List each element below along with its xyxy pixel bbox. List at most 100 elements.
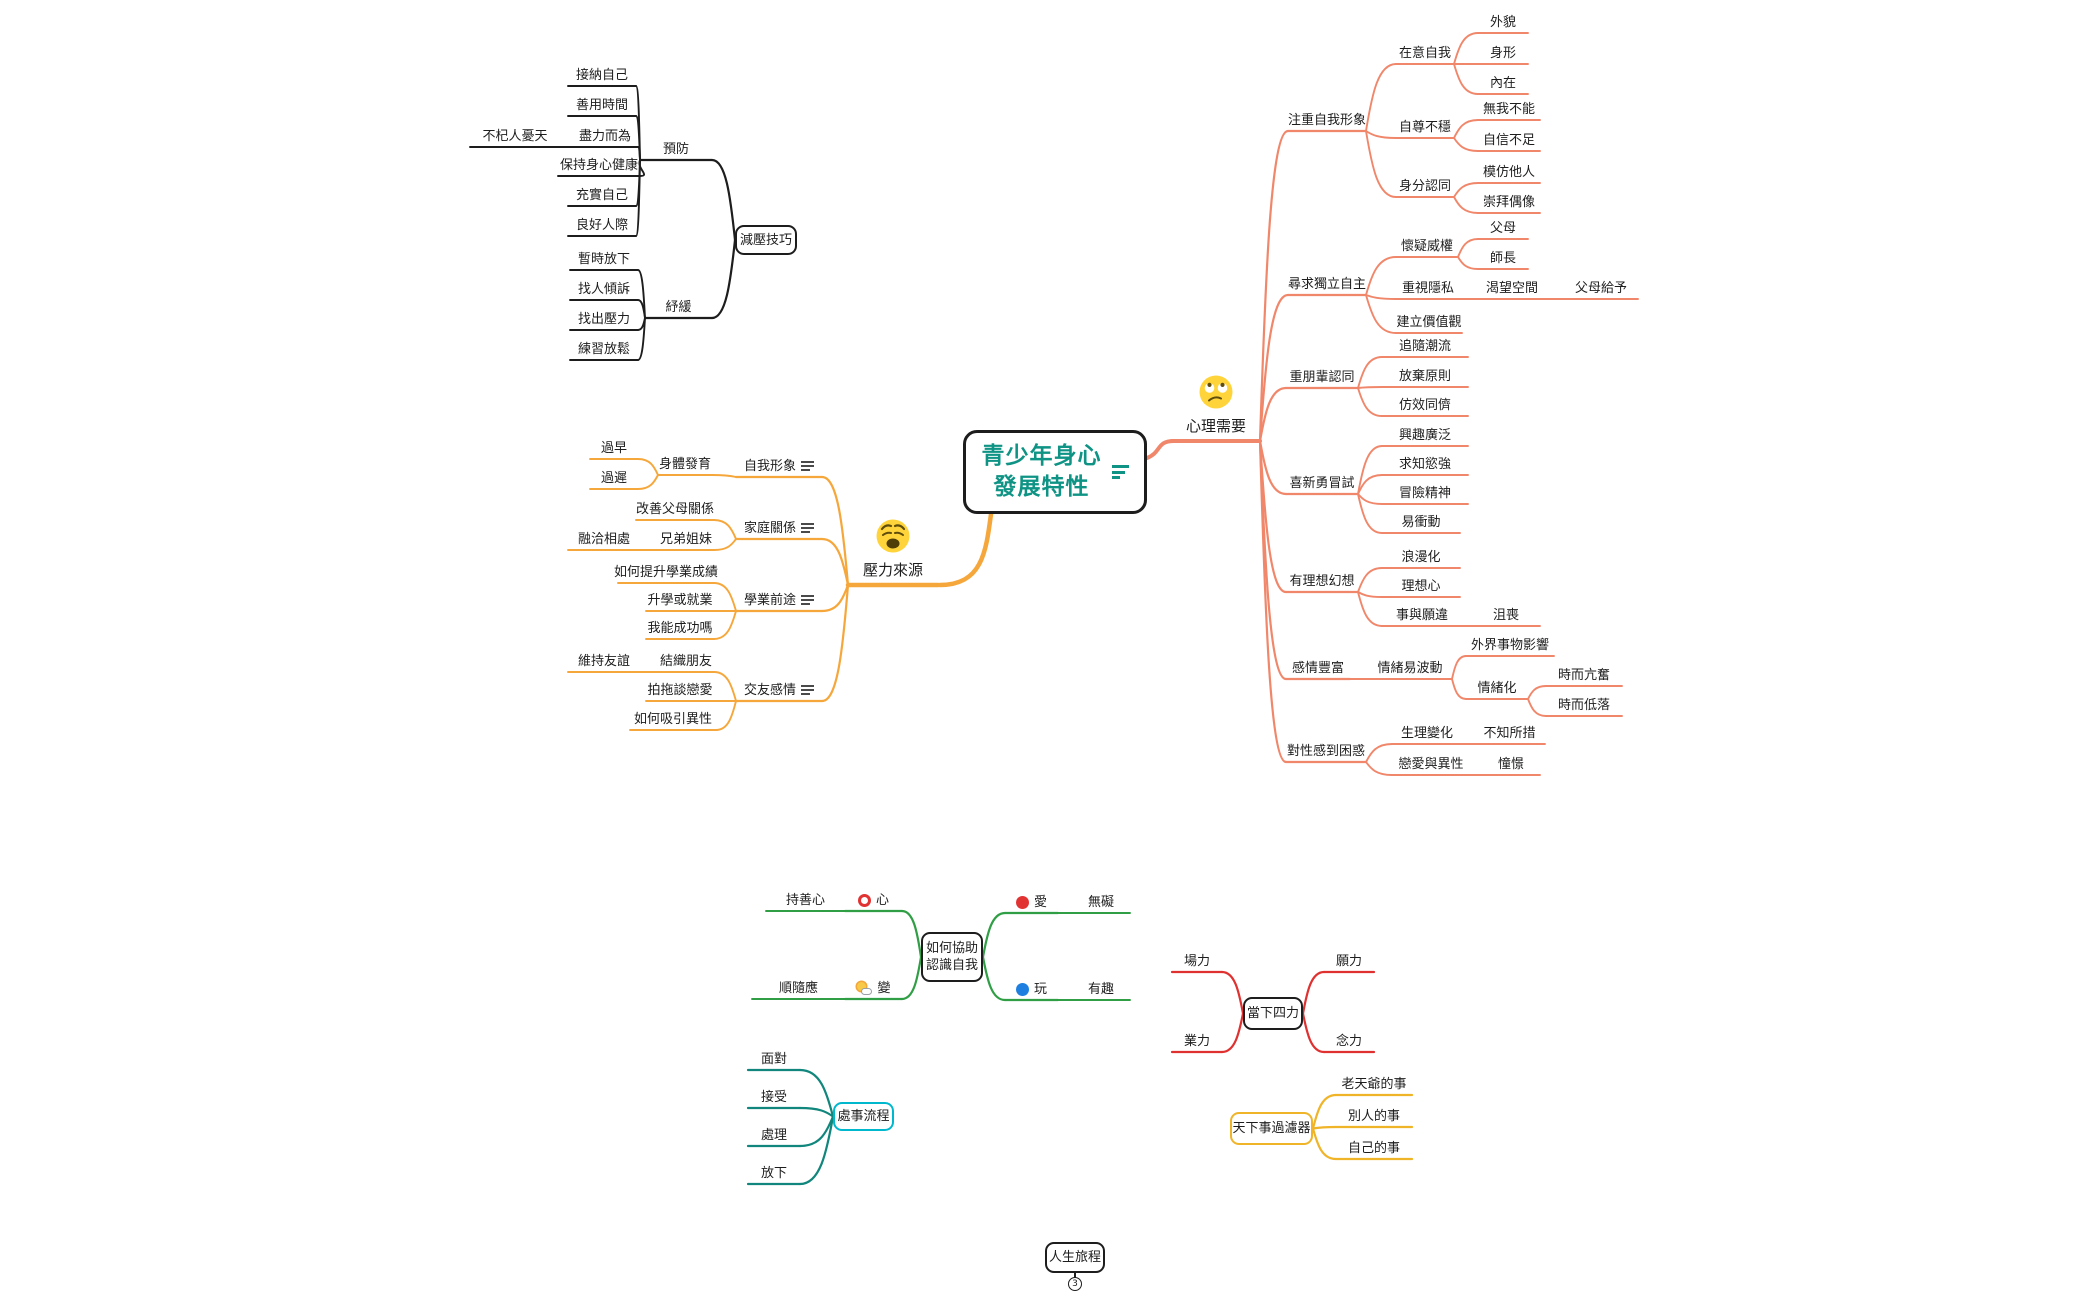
topic-label[interactable]: 練習放鬆 [570,339,638,359]
topic-label[interactable]: 冒險精神 [1382,483,1468,503]
topic-label[interactable]: 仿效同儕 [1382,395,1468,415]
topic-label[interactable]: 心 [845,890,902,910]
topic-label[interactable]: 崇拜偶像 [1478,192,1540,212]
topic-label[interactable]: 融洽相處 [568,529,640,549]
topic-label[interactable]: 不杞人憂天 [470,126,560,146]
topic-label[interactable]: 身分認同 [1396,176,1454,196]
topic-label[interactable]: 時而低落 [1546,695,1622,715]
topic-label[interactable]: 模仿他人 [1478,162,1540,182]
topic-label[interactable]: 事與願違 [1382,605,1462,625]
topic-label[interactable]: 家庭關係 [736,518,822,538]
topic-label[interactable]: 求知慾強 [1382,454,1468,474]
topic-label[interactable]: 接納自己 [568,65,636,85]
topic-label[interactable]: 尋求獨立自主 [1288,274,1366,294]
topic-label[interactable]: 注重自我形象 [1288,110,1366,130]
topic-label[interactable]: 維持友誼 [568,651,640,671]
topic-label[interactable]: 自尊不穩 [1396,117,1454,137]
topic-label[interactable]: 無礙 [1072,892,1130,912]
box-life-journey[interactable]: 人生旅程 [1045,1242,1105,1273]
topic-label[interactable]: 師長 [1478,248,1528,268]
topic-label[interactable]: 戀愛與異性 [1392,754,1470,774]
topic-label[interactable]: 業力 [1172,1031,1222,1051]
weary-face-emoji[interactable] [873,516,913,556]
topic-label[interactable]: 內在 [1478,73,1528,93]
topic-label[interactable]: 放棄原則 [1382,366,1468,386]
topic-label[interactable]: 無我不能 [1478,99,1540,119]
rolling-eyes-emoji[interactable] [1196,372,1236,412]
topic-label[interactable]: 別人的事 [1336,1106,1412,1126]
sun-behind-cloud-marker[interactable] [856,981,873,995]
topic-label[interactable]: 自我形象 [736,456,822,476]
collapsed-children-badge[interactable]: 3 [1068,1277,1082,1291]
topic-label[interactable]: 有理想幻想 [1286,571,1358,591]
topic-label[interactable]: 變 [845,978,902,998]
topic-label[interactable]: 對性感到困惑 [1286,741,1366,761]
topic-label[interactable]: 處理 [748,1125,800,1145]
topic-label[interactable]: 生理變化 [1392,723,1462,743]
topic-label[interactable]: 情緒化 [1466,678,1528,698]
topic-label[interactable]: 重視隱私 [1396,278,1460,298]
blue-heart-circle-marker[interactable] [1015,982,1029,996]
topic-label[interactable]: 結織朋友 [658,651,714,671]
topic-label[interactable]: 感情豐富 [1286,658,1350,678]
topic-label[interactable]: 有趣 [1072,979,1130,999]
topic-label[interactable]: 追隨潮流 [1382,336,1468,356]
topic-label[interactable]: 父母 [1478,218,1528,238]
notes-lines-icon[interactable] [801,461,814,471]
topic-label[interactable]: 在意自我 [1396,43,1454,63]
topic-label[interactable]: 自信不足 [1478,130,1540,150]
topic-label[interactable]: 父母給予 [1564,278,1638,298]
topic-label[interactable]: 自己的事 [1336,1138,1412,1158]
central-topic[interactable]: 青少年身心 發展特性 [963,430,1147,514]
topic-label[interactable]: 交友感情 [736,680,822,700]
box-handling-process[interactable]: 處事流程 [833,1102,894,1131]
box-world-matters-filter[interactable]: 天下事過濾器 [1230,1112,1313,1145]
topic-label[interactable]: 理想心 [1382,576,1460,596]
red-heart-circle-marker[interactable] [1015,895,1029,909]
topic-label[interactable]: 預防 [640,139,712,159]
topic-label[interactable]: 不知所措 [1474,723,1545,743]
topic-label[interactable]: 升學或就業 [646,590,714,610]
topic-label[interactable]: 外貌 [1478,12,1528,32]
red-ring-heart-marker[interactable] [857,893,871,907]
topic-label[interactable]: 找出壓力 [570,309,638,329]
topic-label[interactable]: 順隨應 [752,978,845,998]
topic-label[interactable]: 良好人際 [568,215,636,235]
topic-label[interactable]: 建立價值觀 [1396,312,1462,332]
topic-label[interactable]: 情緒易波動 [1368,658,1452,678]
topic-label[interactable]: 紓緩 [645,297,712,317]
topic-label[interactable]: 保持身心健康 [558,155,640,175]
topic-label[interactable]: 重朋輩認同 [1286,367,1358,387]
topic-label[interactable]: 沮喪 [1472,605,1540,625]
notes-lines-icon[interactable] [801,595,814,605]
topic-label[interactable]: 善用時間 [568,95,636,115]
topic-label[interactable]: 暫時放下 [570,249,638,269]
topic-stress-sources[interactable]: 壓力來源 [848,559,938,581]
topic-label[interactable]: 拍拖談戀愛 [646,680,714,700]
topic-label[interactable]: 如何吸引異性 [630,709,716,729]
topic-label[interactable]: 身形 [1478,43,1528,63]
topic-label[interactable]: 學業前途 [736,590,822,610]
topic-label[interactable]: 憧憬 [1482,754,1540,774]
topic-label[interactable]: 愛 [1005,892,1058,912]
topic-label[interactable]: 持善心 [766,890,845,910]
topic-label[interactable]: 過早 [590,438,638,458]
topic-label[interactable]: 喜新勇冒試 [1286,473,1358,493]
topic-label[interactable]: 找人傾訴 [570,279,638,299]
topic-label[interactable]: 我能成功嗎 [646,618,714,638]
topic-label[interactable]: 易衝動 [1382,512,1460,532]
topic-label[interactable]: 面對 [748,1049,800,1069]
topic-label[interactable]: 玩 [1005,979,1058,999]
topic-label[interactable]: 外界事物影響 [1466,635,1554,655]
topic-label[interactable]: 渴望空間 [1476,278,1548,298]
topic-label[interactable]: 接受 [748,1087,800,1107]
notes-lines-icon[interactable] [801,523,814,533]
box-stress-relief-skills[interactable]: 減壓技巧 [735,225,797,255]
topic-label[interactable]: 興趣廣泛 [1382,425,1468,445]
topic-label[interactable]: 願力 [1324,951,1374,971]
topic-psychological-needs[interactable]: 心理需要 [1172,415,1260,437]
topic-label[interactable]: 懷疑威權 [1396,236,1458,256]
topic-label[interactable]: 盡力而為 [572,126,638,146]
topic-label[interactable]: 場力 [1172,951,1222,971]
topic-label[interactable]: 過遲 [590,468,638,488]
